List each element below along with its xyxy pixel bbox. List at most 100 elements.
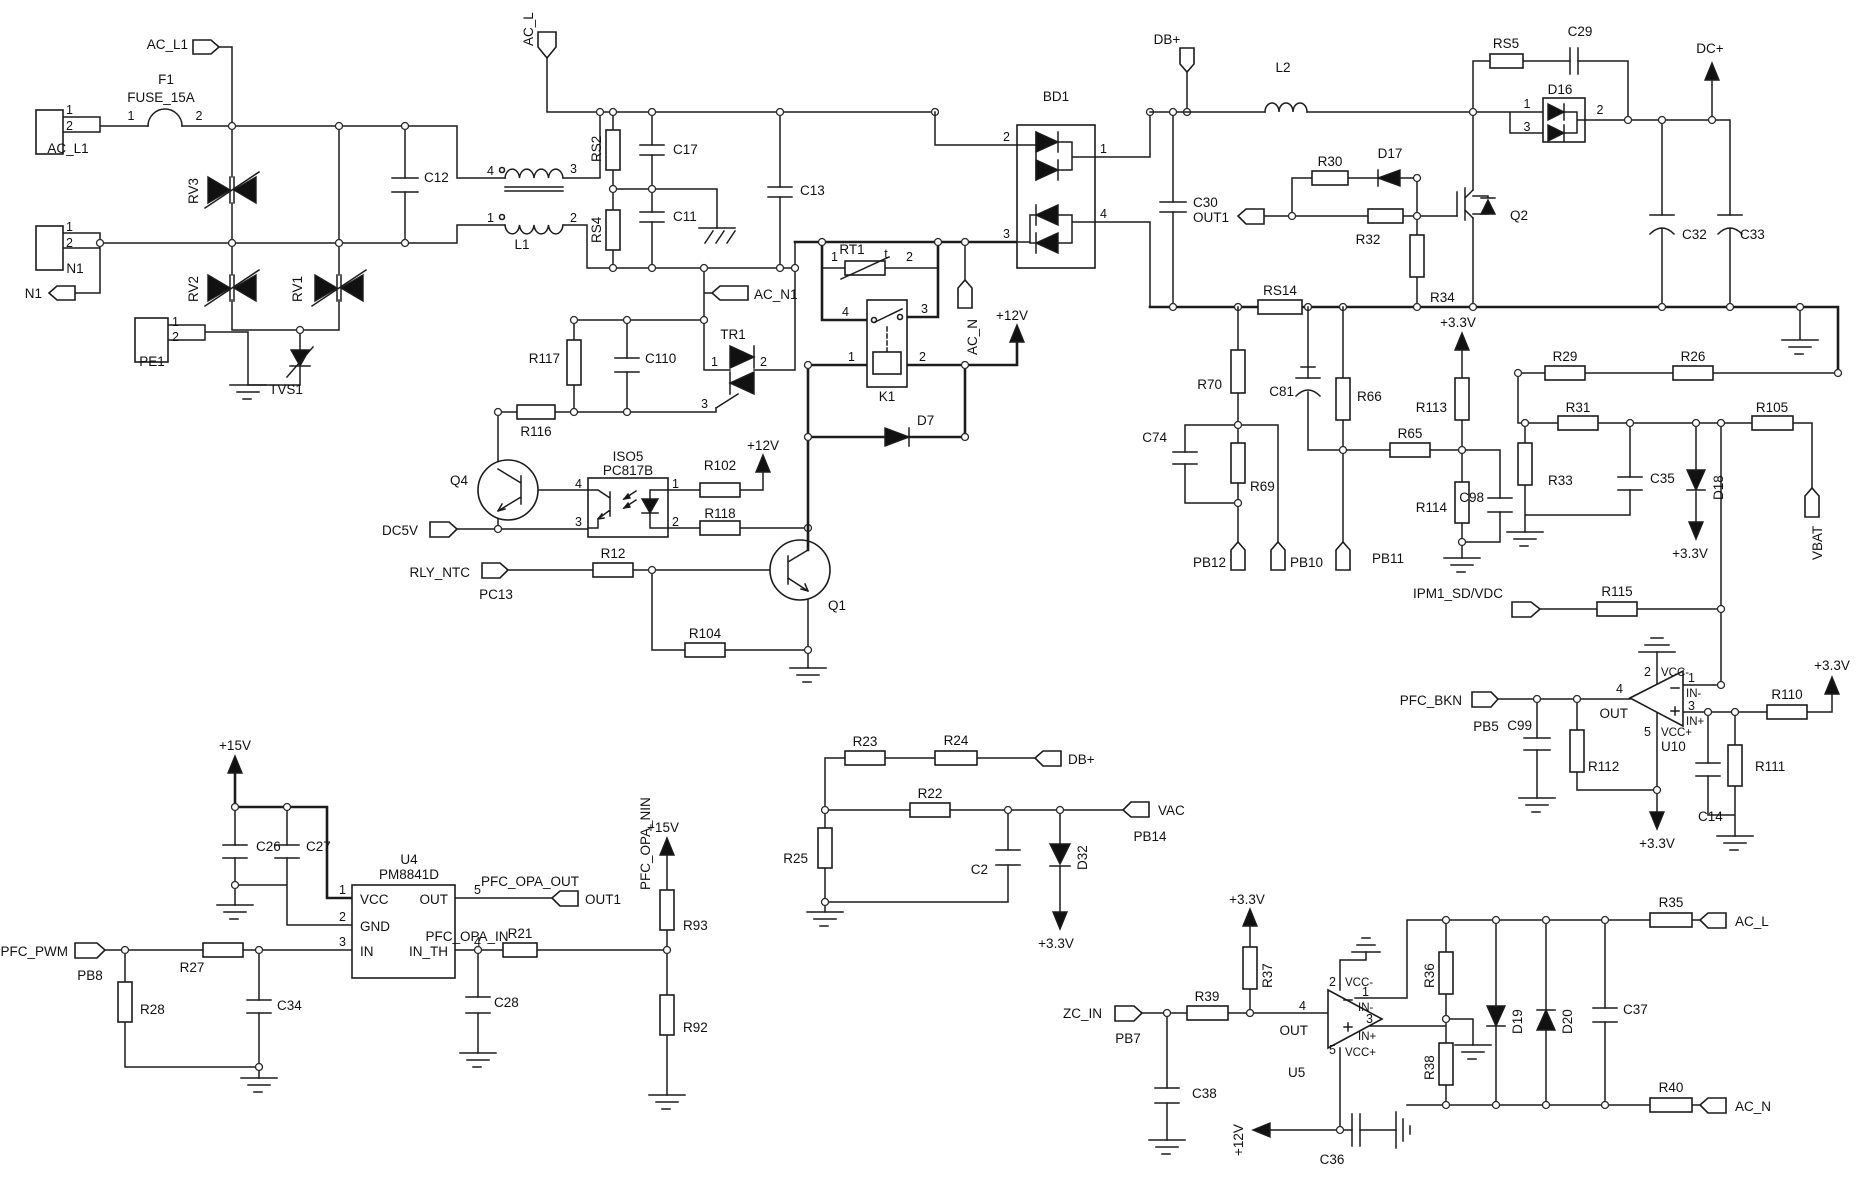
power-arrow-3v3-r110 [1823, 675, 1841, 695]
label-bd1: BD1 [1043, 89, 1069, 104]
label-c36: C36 [1320, 1152, 1345, 1167]
label-l2: L2 [1275, 60, 1290, 75]
label-pc817b: PC817B [603, 463, 653, 478]
flag-ipm1 [1511, 601, 1542, 618]
label-r29: R29 [1553, 349, 1578, 364]
resistor-r34 [1409, 234, 1425, 278]
ground-r25 [806, 911, 844, 927]
power-arrow-15v-r93 [658, 836, 676, 856]
resistor-r66 [1335, 377, 1351, 421]
label-pfc-bkn: PFC_BKN [1400, 693, 1462, 708]
resistor-r32 [1367, 208, 1404, 224]
label-c110: C110 [645, 351, 676, 366]
shunt-rs14 [1257, 299, 1303, 315]
label-u5-inm: IN- [1358, 1002, 1374, 1014]
diode-d20 [1535, 1008, 1557, 1031]
label-u10-vccm: VCC- [1661, 667, 1689, 679]
label-tvs1: TVS1 [269, 382, 303, 397]
label-rv3: RV3 [186, 178, 201, 204]
label-r115: R115 [1601, 584, 1632, 599]
label-r117: R117 [529, 351, 560, 366]
label-c12: C12 [424, 170, 449, 185]
inductor-l2 [1264, 102, 1308, 113]
label-q2: Q2 [1510, 208, 1528, 223]
pin: 5 [474, 883, 481, 897]
label-r69: R69 [1250, 479, 1275, 494]
diode-d18 [1685, 469, 1707, 492]
label-pe1: PE1 [139, 354, 165, 369]
label-rly-ntc: RLY_NTC [409, 565, 470, 580]
label-ipm1: IPM1_SD/VDC [1413, 586, 1503, 601]
section-emi-filter: AC_L L1 4 3 1 2 RS2 RS4 C17 C11 C13 AC_N… [487, 12, 940, 439]
pin: 4 [474, 935, 481, 949]
power-arrow-3v3-r113 [1453, 331, 1471, 351]
label-u4-part: PM8841D [379, 867, 439, 882]
label-d16: D16 [1548, 82, 1573, 97]
flag-pfc-pwm [74, 942, 107, 959]
flag-ac-n1 [710, 285, 749, 301]
label-pb12: PB12 [1193, 555, 1226, 570]
pin: 2 [1644, 665, 1651, 679]
label-r92: R92 [683, 1020, 708, 1035]
capacitor-c28 [465, 996, 491, 1014]
label-3v3-r37: +3.3V [1229, 892, 1265, 907]
resistor-r25 [817, 827, 833, 869]
transistor-q1 [769, 539, 831, 601]
pin: 2 [906, 250, 913, 264]
opamp-u10 [1628, 669, 1684, 728]
label-rv1: RV1 [290, 276, 305, 302]
pin: 5 [1329, 1043, 1336, 1057]
label-u5-vccp: VCC+ [1345, 1047, 1376, 1059]
power-arrow-12v [754, 453, 772, 473]
label-c35: C35 [1650, 471, 1675, 486]
flag-n1 [47, 285, 76, 301]
fuse-f1 [147, 108, 183, 127]
pin: 1 [172, 315, 179, 329]
capacitor-c27 [274, 844, 300, 859]
varistor-rv1 [310, 268, 368, 308]
power-arrow-3v3-d32 [1051, 911, 1069, 931]
label-pfc-opa-out: PFC_OPA_OUT [481, 874, 579, 889]
resistor-r40 [1649, 1097, 1693, 1113]
resistor-r93 [659, 889, 675, 931]
section-vac-divider: R23 R24 DB+ R22 R25 C2 VAC PB14 D32 +3.3… [783, 733, 1185, 951]
pin: 1 [339, 883, 346, 897]
capacitor-c30 [1159, 201, 1187, 213]
pin: 2 [339, 910, 346, 924]
inductor-l1 [498, 166, 564, 235]
pin: 4 [842, 305, 849, 319]
capacitor-c36 [1351, 1113, 1361, 1147]
resistor-r114 [1454, 481, 1470, 524]
label-r114: R114 [1416, 500, 1448, 515]
label-c14: C14 [1698, 809, 1723, 824]
section-relay: RT1 t 1 2 4 3 1 2 K1 D7 AC_N +12V [793, 237, 1028, 552]
label-out1-c30: OUT1 [1193, 210, 1229, 225]
resistor-r111 [1727, 744, 1743, 787]
resistor-r23 [844, 750, 886, 766]
resistor-r12 [592, 562, 634, 578]
capacitor-c33 [1716, 214, 1744, 236]
resistor-rs5 [1489, 53, 1524, 69]
label-u5: U5 [1288, 1065, 1305, 1080]
capacitor-c32 [1648, 214, 1676, 236]
label-rs4: RS4 [589, 216, 604, 243]
label-r40: R40 [1659, 1080, 1684, 1095]
label-3v3-d32: +3.3V [1038, 936, 1074, 951]
label-pb7: PB7 [1115, 1031, 1141, 1046]
pin: 4 [1299, 999, 1306, 1013]
resistor-r33 [1517, 442, 1533, 486]
label-d17: D17 [1378, 146, 1403, 161]
label-rs14: RS14 [1263, 283, 1297, 298]
flag-db-plus-top [1179, 47, 1195, 74]
section-u10: PFC_BKN PB5 C99 R112 2 VCC- 1 IN- 3 IN+ … [1400, 637, 1850, 851]
capacitor-c98 [1487, 497, 1513, 513]
pin: 3 [1366, 1012, 1373, 1026]
ground-pe1 [229, 384, 267, 400]
label-r36: R36 [1422, 963, 1437, 988]
label-3v3-r110: +3.3V [1814, 658, 1850, 673]
ground-r92 [648, 1094, 686, 1110]
flag-pfc-bkn [1471, 691, 1500, 708]
label-r39: R39 [1195, 989, 1220, 1004]
diode-d19 [1485, 1005, 1507, 1028]
label-c38: C38 [1192, 1086, 1217, 1101]
